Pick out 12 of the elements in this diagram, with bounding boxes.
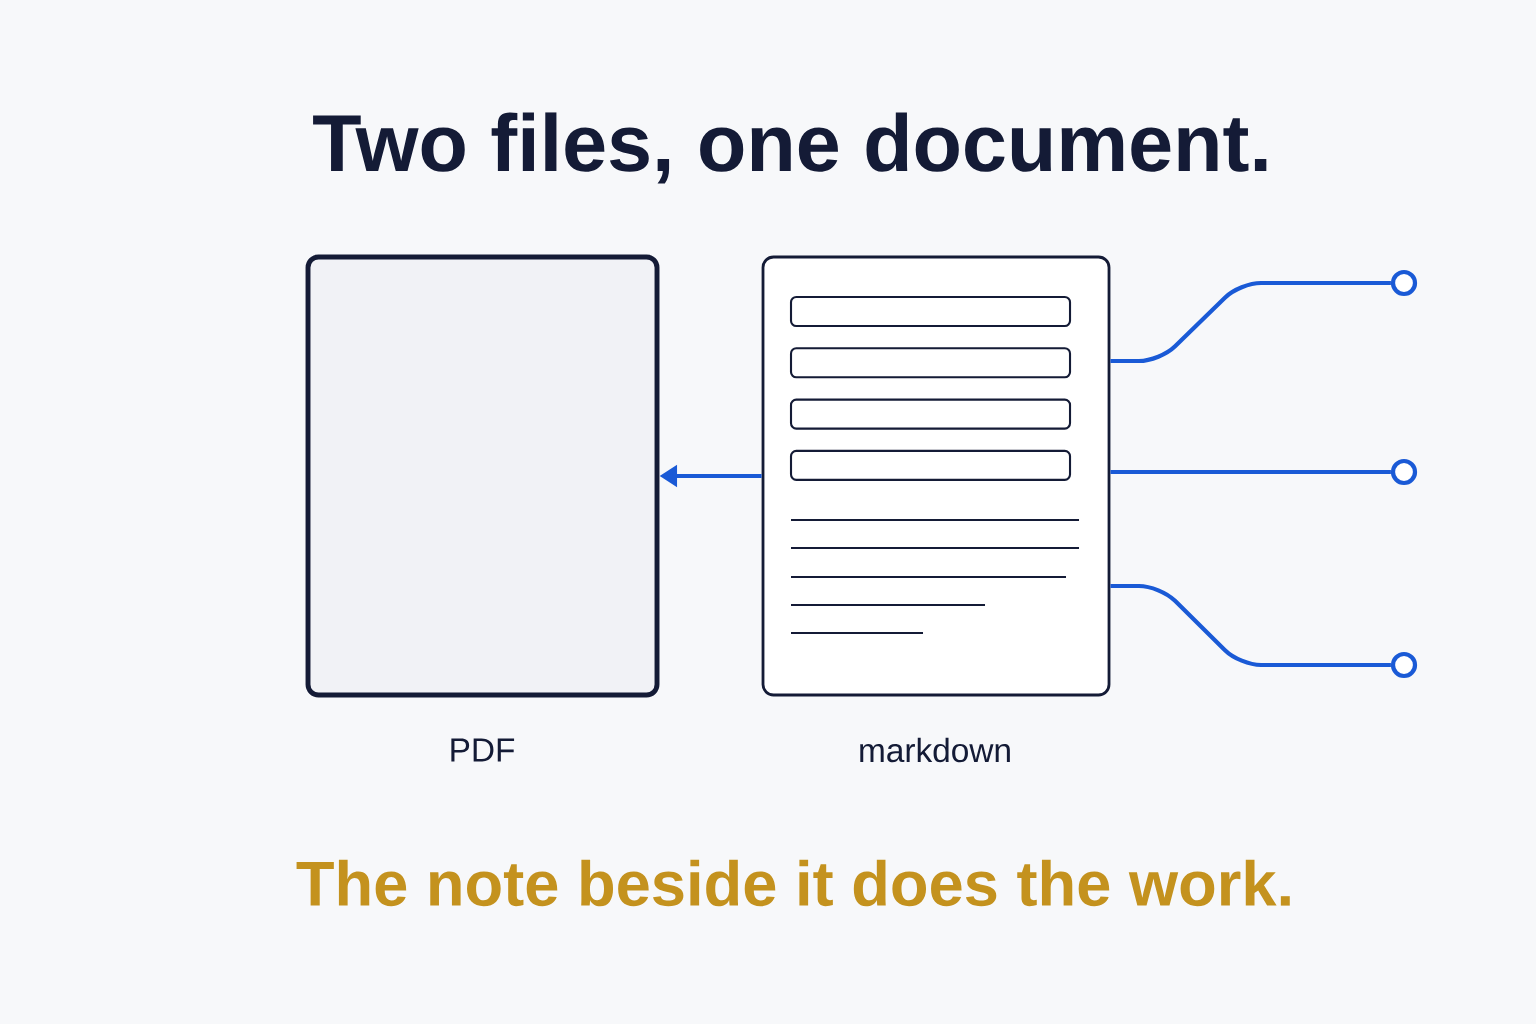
connector-circle bbox=[1390, 458, 1418, 486]
connector-circle bbox=[1390, 651, 1418, 679]
title: Two files, one document. bbox=[313, 112, 1267, 184]
connector bbox=[1110, 280, 1391, 364]
connector-circle bbox=[1390, 269, 1418, 297]
document-box bbox=[761, 255, 1111, 697]
caption: The note beside it does the work. bbox=[296, 859, 1290, 907]
page-box bbox=[305, 254, 660, 698]
file-label: markdown bbox=[860, 737, 1010, 763]
connector bbox=[1110, 583, 1391, 668]
connector bbox=[1110, 469, 1391, 475]
file-label: PDF bbox=[451, 738, 515, 762]
